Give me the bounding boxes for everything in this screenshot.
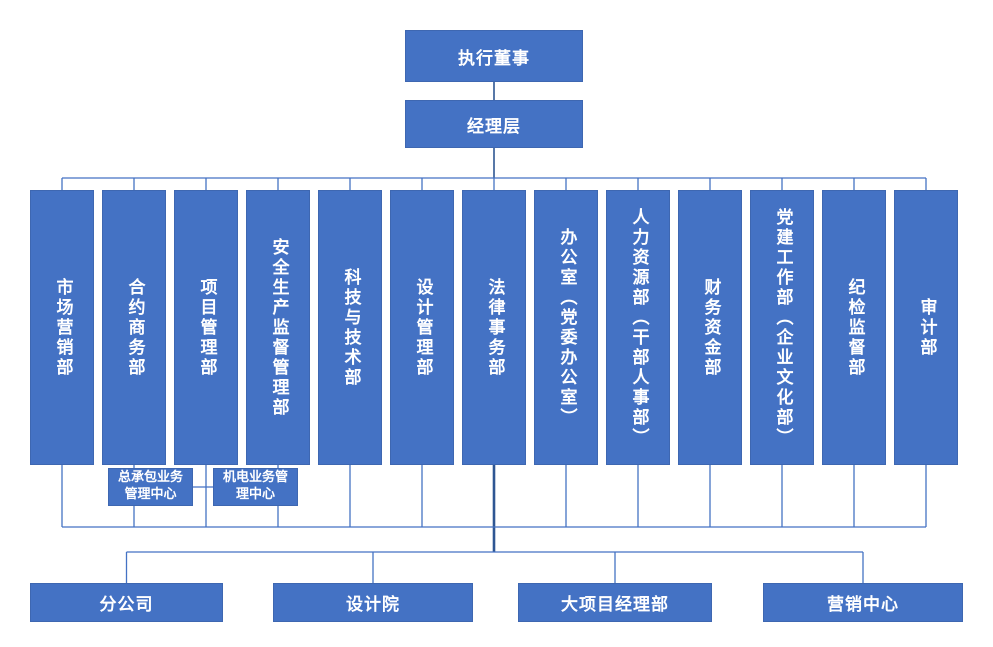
org-node-department-12-label: 审计部 — [916, 297, 937, 358]
org-node-subordinate-unit-1: 设计院 — [273, 583, 473, 622]
org-node-management-level: 经理层 — [405, 100, 583, 148]
org-node-department-9-label: 财务资金部 — [700, 277, 721, 378]
org-node-department-11-label: 纪检监督部 — [844, 277, 865, 378]
org-node-department-6-label: 法律事务部 — [484, 277, 505, 378]
org-node-department-0-label: 市场营销部 — [52, 277, 73, 378]
org-node-department-3-label: 安全生产监督管理部 — [268, 237, 289, 418]
org-node-department-2: 项目管理部 — [174, 190, 238, 465]
org-node-department-7-label: 办公室（党委办公室） — [556, 227, 577, 428]
org-node-business-center-1: 机电业务管理中心 — [213, 468, 298, 506]
org-node-department-9: 财务资金部 — [678, 190, 742, 465]
org-node-department-10: 党建工作部（企业文化部） — [750, 190, 814, 465]
org-node-department-6: 法律事务部 — [462, 190, 526, 465]
org-node-subordinate-unit-2: 大项目经理部 — [518, 583, 712, 622]
org-node-department-1: 合约商务部 — [102, 190, 166, 465]
org-node-department-8: 人力资源部（干部人事部） — [606, 190, 670, 465]
org-node-department-4: 科技与技术部 — [318, 190, 382, 465]
org-node-department-12: 审计部 — [894, 190, 958, 465]
org-node-department-7: 办公室（党委办公室） — [534, 190, 598, 465]
org-node-department-10-label: 党建工作部（企业文化部） — [772, 207, 793, 448]
org-node-department-4-label: 科技与技术部 — [340, 267, 361, 388]
org-node-department-8-label: 人力资源部（干部人事部） — [628, 207, 649, 448]
org-node-subordinate-unit-0: 分公司 — [30, 583, 223, 622]
org-node-department-1-label: 合约商务部 — [124, 277, 145, 378]
org-node-executive-director: 执行董事 — [405, 30, 583, 82]
org-node-department-0: 市场营销部 — [30, 190, 94, 465]
org-node-department-11: 纪检监督部 — [822, 190, 886, 465]
org-node-department-5: 设计管理部 — [390, 190, 454, 465]
org-node-department-5-label: 设计管理部 — [412, 277, 433, 378]
org-node-department-3: 安全生产监督管理部 — [246, 190, 310, 465]
org-node-department-2-label: 项目管理部 — [196, 277, 217, 378]
org-node-business-center-0: 总承包业务管理中心 — [108, 468, 193, 506]
org-node-subordinate-unit-3: 营销中心 — [763, 583, 963, 622]
